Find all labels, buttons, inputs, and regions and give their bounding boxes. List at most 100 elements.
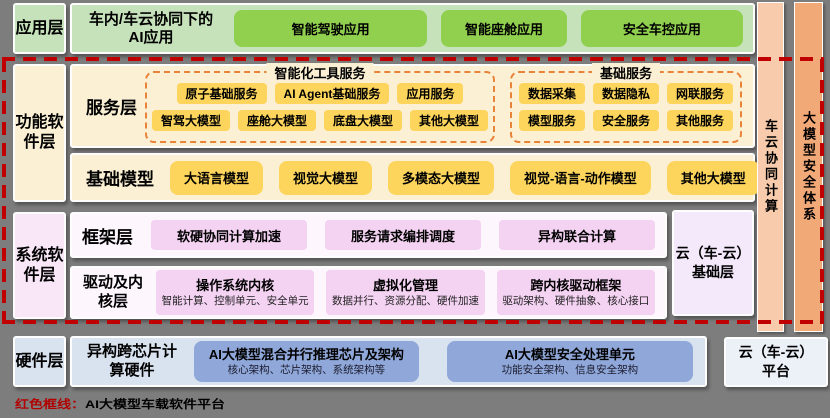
svc-ai-agent-label: AI Agent基础服务 <box>283 87 381 101</box>
functional-layer-label-text: 功能软件层 <box>15 114 64 151</box>
cloud-platform-line2: 平台 <box>762 363 790 379</box>
app-control-button: 安全车控应用 <box>580 10 743 47</box>
basic-service-row1: 数据采集 数据隐私 网联服务 <box>518 83 734 104</box>
svc-cockpit-model-button: 座舱大模型 <box>237 110 316 131</box>
cloud-platform-box: 云（车-云） 平台 <box>724 337 828 387</box>
base-models-label: 基础模型 <box>86 170 154 189</box>
caption-prefix: 红色框线： <box>15 397 85 411</box>
svc-network-label: 网联服务 <box>676 87 725 101</box>
fw-orchestration-button: 服务请求编排调度 <box>325 220 481 250</box>
svc-cockpit-model-label: 座舱大模型 <box>246 114 307 128</box>
functional-layer-label: 功能软件层 <box>13 64 66 202</box>
svc-ai-agent-button: AI Agent基础服务 <box>274 83 390 104</box>
app-driving-button: 智能驾驶应用 <box>234 10 428 47</box>
hw-inference-chip-button: AI大模型混合并行推理芯片及架构 核心架构、芯片架构、系统架构等 <box>194 341 419 382</box>
dk-os-kernel-title: 操作系统内核 <box>196 277 275 293</box>
driver-kernel-label: 驱动及内核层 <box>82 273 143 310</box>
model-multimodal-button: 多模态大模型 <box>388 160 495 195</box>
dk-cross-kernel-title: 跨内核驱动框架 <box>530 277 622 293</box>
svc-security-service-label: 安全服务 <box>601 114 650 128</box>
service-layer-container: 服务层 智能化工具服务 原子基础服务 AI Agent基础服务 应用服务 智驾大… <box>70 63 755 148</box>
app-driving-label: 智能驾驶应用 <box>291 22 370 37</box>
svc-other-service-button: 其他服务 <box>667 110 734 131</box>
svc-other-model-button: 其他大模型 <box>410 110 489 131</box>
svc-network-button: 网联服务 <box>667 83 734 104</box>
fw-hetero-compute-button: 异构联合计算 <box>499 220 655 250</box>
framework-layer-label: 框架层 <box>82 227 133 247</box>
dk-os-kernel-button: 操作系统内核 智能计算、控制单元、安全单元 <box>156 270 315 315</box>
app-cockpit-label: 智能座舱应用 <box>464 22 543 37</box>
app-layer-label: 应用层 <box>13 3 66 54</box>
tool-service-group: 智能化工具服务 原子基础服务 AI Agent基础服务 应用服务 智驾大模型 座… <box>145 63 495 143</box>
fw-hw-sw-accel-label: 软硬协同计算加速 <box>176 228 281 244</box>
svc-security-service-button: 安全服务 <box>592 110 659 131</box>
svc-other-model-label: 其他大模型 <box>419 114 480 128</box>
dk-cross-kernel-subtitle: 驱动架构、硬件抽象、核心接口 <box>502 294 650 307</box>
dk-virtualization-subtitle: 数据并行、资源分配、硬件加速 <box>331 294 479 307</box>
model-llm-label: 大语言模型 <box>184 171 250 186</box>
service-layer-label: 服务层 <box>86 98 137 118</box>
app-layer-container: 车内/车云协同下的AI应用 智能驾驶应用 智能座舱应用 安全车控应用 <box>70 3 755 54</box>
model-vision-button: 视觉大模型 <box>279 160 373 195</box>
basic-service-group: 基础服务 数据采集 数据隐私 网联服务 模型服务 安全服务 其他服务 <box>510 63 742 143</box>
hardware-title: 异构跨芯片计算硬件 <box>86 342 177 379</box>
svc-application-button: 应用服务 <box>397 83 464 104</box>
hw-inference-chip-subtitle: 核心架构、芯片架构、系统架构等 <box>227 363 386 376</box>
app-layer-label-text: 应用层 <box>15 19 64 37</box>
svc-data-collect-button: 数据采集 <box>518 83 585 104</box>
svc-chassis-model-label: 底盘大模型 <box>333 114 394 128</box>
fw-hetero-compute-label: 异构联合计算 <box>537 228 616 244</box>
cloud-base-line1: 云（车-云） <box>675 245 751 262</box>
svc-model-service-button: 模型服务 <box>518 110 585 131</box>
hardware-container: 异构跨芯片计算硬件 AI大模型混合并行推理芯片及架构 核心架构、芯片架构、系统架… <box>70 336 707 387</box>
dk-virtualization-button: 虚拟化管理 数据并行、资源分配、硬件加速 <box>326 270 485 315</box>
svc-data-privacy-label: 数据隐私 <box>601 87 650 101</box>
dk-cross-kernel-button: 跨内核驱动框架 驱动架构、硬件抽象、核心接口 <box>496 270 655 315</box>
svc-model-service-label: 模型服务 <box>527 114 576 128</box>
cloud-base-line2: 基础层 <box>692 264 734 280</box>
app-control-label: 安全车控应用 <box>622 22 701 37</box>
basic-service-group-title: 基础服务 <box>591 63 661 82</box>
model-other-button: 其他大模型 <box>666 160 760 195</box>
svc-atomic-label: 原子基础服务 <box>185 87 258 101</box>
svc-driving-model-button: 智驾大模型 <box>151 110 230 131</box>
sidebar-cloud-compute-label: 车云协同计算 <box>763 119 778 215</box>
sidebar-cloud-compute: 车云协同计算 <box>757 2 784 332</box>
model-multimodal-label: 多模态大模型 <box>402 171 481 186</box>
cloud-base-box: 云（车-云） 基础层 <box>672 210 754 316</box>
framework-layer-container: 框架层 软硬协同计算加速 服务请求编排调度 异构联合计算 <box>70 212 667 258</box>
sidebar-model-security-label: 大模型安全体系 <box>801 111 816 223</box>
sidebar-model-security: 大模型安全体系 <box>794 2 823 332</box>
dk-os-kernel-subtitle: 智能计算、控制单元、安全单元 <box>161 294 309 307</box>
driver-kernel-container: 驱动及内核层 操作系统内核 智能计算、控制单元、安全单元 虚拟化管理 数据并行、… <box>70 266 667 319</box>
hw-security-unit-subtitle: 功能安全架构、信息安全架构 <box>501 363 639 376</box>
svc-application-label: 应用服务 <box>406 87 455 101</box>
dk-virtualization-title: 虚拟化管理 <box>372 277 438 293</box>
model-llm-button: 大语言模型 <box>170 160 264 195</box>
caption: 红色框线：AI大模型车载软件平台 <box>15 396 225 412</box>
tool-service-group-title: 智能化工具服务 <box>266 63 374 82</box>
model-vla-button: 视觉-语言-动作模型 <box>510 160 651 195</box>
hw-inference-chip-title: AI大模型混合并行推理芯片及架构 <box>208 346 404 362</box>
model-vla-label: 视觉-语言-动作模型 <box>524 171 637 186</box>
hardware-layer-label-text: 硬件层 <box>15 352 64 370</box>
hw-security-unit-button: AI大模型安全处理单元 功能安全架构、信息安全架构 <box>446 341 693 382</box>
app-cockpit-button: 智能座舱应用 <box>441 10 567 47</box>
app-layer-title: 车内/车云协同下的AI应用 <box>88 10 214 46</box>
cloud-platform-line1: 云（车-云） <box>738 344 814 361</box>
system-layer-label: 系统软件层 <box>13 212 66 319</box>
hw-security-unit-title: AI大模型安全处理单元 <box>504 346 635 362</box>
svc-data-privacy-button: 数据隐私 <box>592 83 659 104</box>
tool-service-row2: 智驾大模型 座舱大模型 底盘大模型 其他大模型 <box>151 110 489 131</box>
fw-hw-sw-accel-button: 软硬协同计算加速 <box>151 220 307 250</box>
tool-service-row1: 原子基础服务 AI Agent基础服务 应用服务 <box>176 83 464 104</box>
fw-orchestration-label: 服务请求编排调度 <box>350 228 455 244</box>
caption-text: AI大模型车载软件平台 <box>85 397 225 411</box>
svc-chassis-model-button: 底盘大模型 <box>324 110 403 131</box>
system-layer-label-text: 系统软件层 <box>15 246 64 284</box>
hardware-layer-label: 硬件层 <box>13 336 66 387</box>
svc-driving-model-label: 智驾大模型 <box>160 114 221 128</box>
basic-service-row2: 模型服务 安全服务 其他服务 <box>518 110 734 131</box>
svc-data-collect-label: 数据采集 <box>527 87 576 101</box>
